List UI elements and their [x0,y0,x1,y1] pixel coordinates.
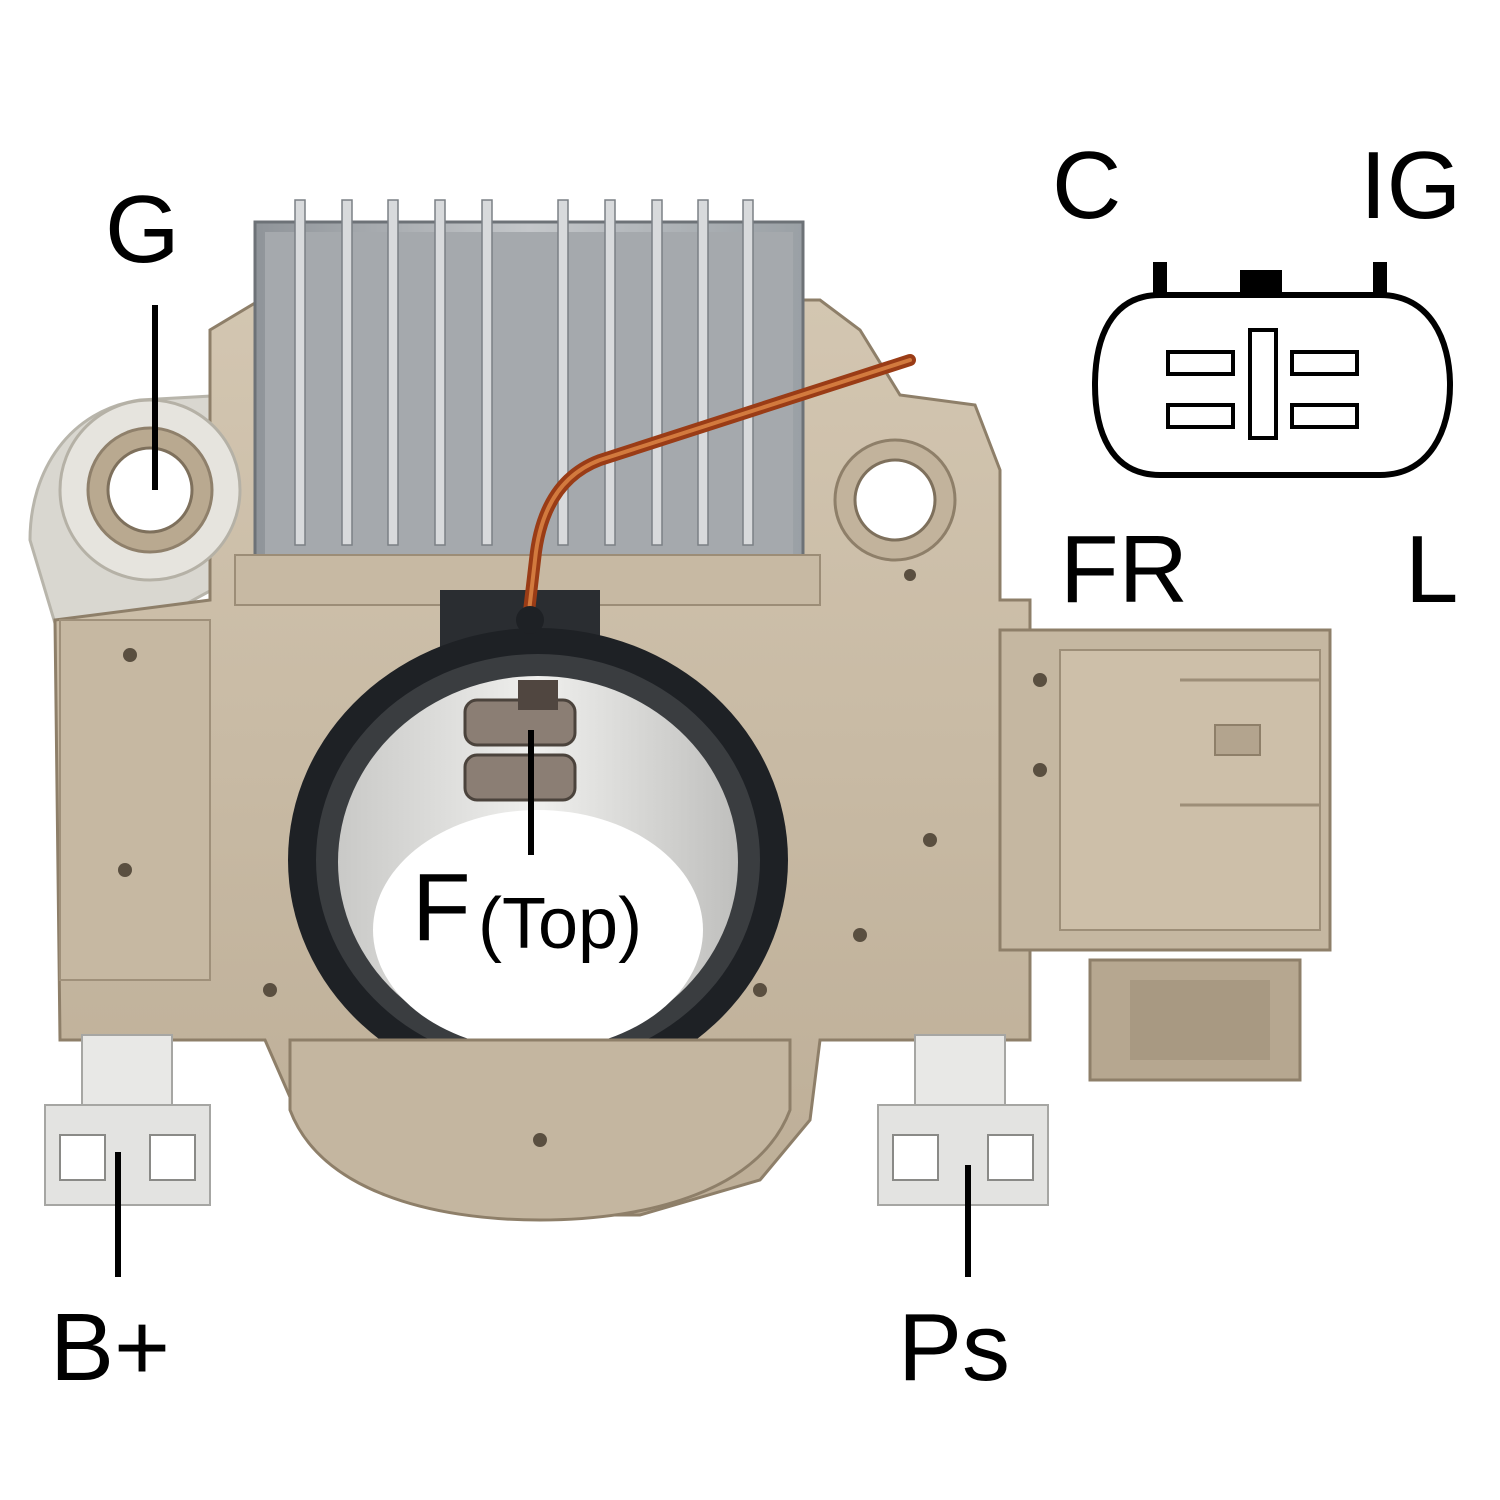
heat-sink-fin [434,199,446,546]
g-terminal-hole [106,446,194,534]
label-f: F [412,854,471,961]
heat-sink-fin [742,199,754,546]
label-fr: FR [1060,516,1188,623]
label-ps: Ps [898,1294,1011,1401]
heat-sink [253,199,805,564]
label-top: (Top) [478,884,643,964]
heat-sink-fin [387,199,399,546]
heat-sink-fin [557,199,569,546]
pin-c-slot [1166,350,1235,376]
ps-terminal [877,1034,1049,1206]
connector-outline [1091,292,1454,478]
connector-pinout-diagram [1091,262,1454,478]
right-mount-hole [853,458,937,542]
pin-ig-slot [1290,350,1359,376]
brush-lower [463,753,577,802]
label-g: G [105,176,180,283]
b-plus-terminal [44,1034,211,1206]
heat-sink-fin [604,199,616,546]
key-tab [1240,270,1282,295]
connector-body [998,628,1332,1082]
heat-sink-fin [294,199,306,546]
left-block [59,619,211,981]
label-bplus: B+ [50,1294,171,1401]
label-c: C [1052,132,1122,239]
heat-sink-fin [651,199,663,546]
heat-sink-fin [481,199,493,546]
heat-sink-fin [341,199,353,546]
label-l: L [1405,516,1459,623]
heat-sink-fin [697,199,709,546]
pin-fr-slot [1166,403,1235,429]
pin-l-slot [1290,403,1359,429]
center-key-slot [1248,328,1278,440]
regulator-photo [28,199,1332,1222]
label-ig: IG [1360,132,1462,239]
